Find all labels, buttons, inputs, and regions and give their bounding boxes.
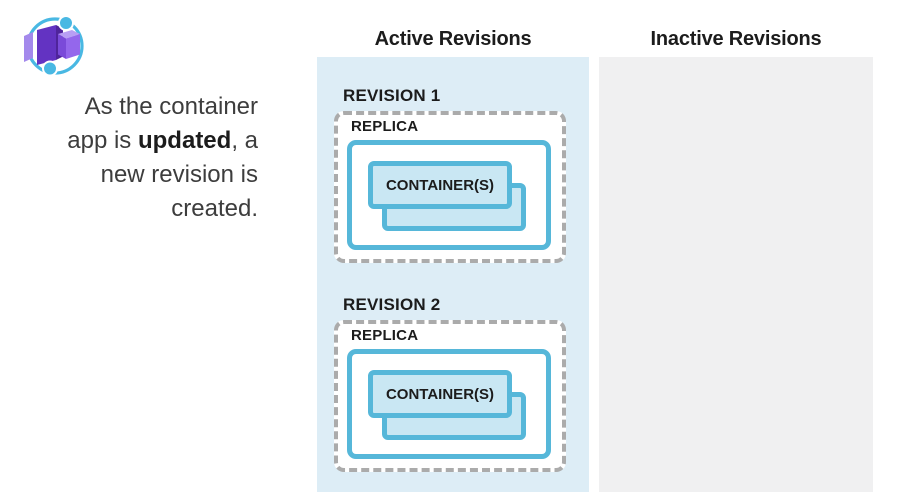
revision-1-group: REVISION 1 REPLICA CONTAINER(S): [317, 86, 589, 269]
inactive-revisions-heading: Inactive Revisions: [650, 28, 822, 50]
azure-container-apps-icon: [20, 10, 90, 76]
revision-1-label: REVISION 1: [343, 86, 441, 105]
revision-1-replica-label: REPLICA: [351, 118, 419, 135]
revision-1-replica-box: CONTAINER(S): [347, 140, 551, 250]
active-revisions-heading: Active Revisions: [374, 28, 532, 50]
revision-2-container-card-front: CONTAINER(S): [368, 370, 512, 418]
caption-text-after: , a new revision is created.: [100, 127, 258, 222]
revision-2-replica-label: REPLICA: [351, 327, 419, 344]
revision-2-replica-box: CONTAINER(S): [347, 349, 551, 459]
revision-2-group: REVISION 2 REPLICA CONTAINER(S): [317, 295, 589, 478]
revision-1-container-card-front: CONTAINER(S): [368, 161, 512, 209]
container-apps-logo-svg: [24, 15, 84, 76]
caption-text: As the container app is updated, a new r…: [50, 90, 258, 226]
inactive-revisions-panel: [599, 57, 873, 492]
active-revisions-panel: REVISION 1 REPLICA CONTAINER(S) REVISION…: [317, 57, 589, 492]
revision-2-boundary: REPLICA CONTAINER(S): [334, 320, 566, 472]
caption-bold-word: updated: [137, 127, 232, 154]
revision-1-boundary: REPLICA CONTAINER(S): [334, 111, 566, 263]
revision-1-container-label: CONTAINER(S): [385, 176, 495, 194]
revision-2-label: REVISION 2: [343, 295, 441, 314]
revision-2-container-label: CONTAINER(S): [385, 385, 495, 403]
caption-text-before: As the container app is: [67, 93, 258, 154]
